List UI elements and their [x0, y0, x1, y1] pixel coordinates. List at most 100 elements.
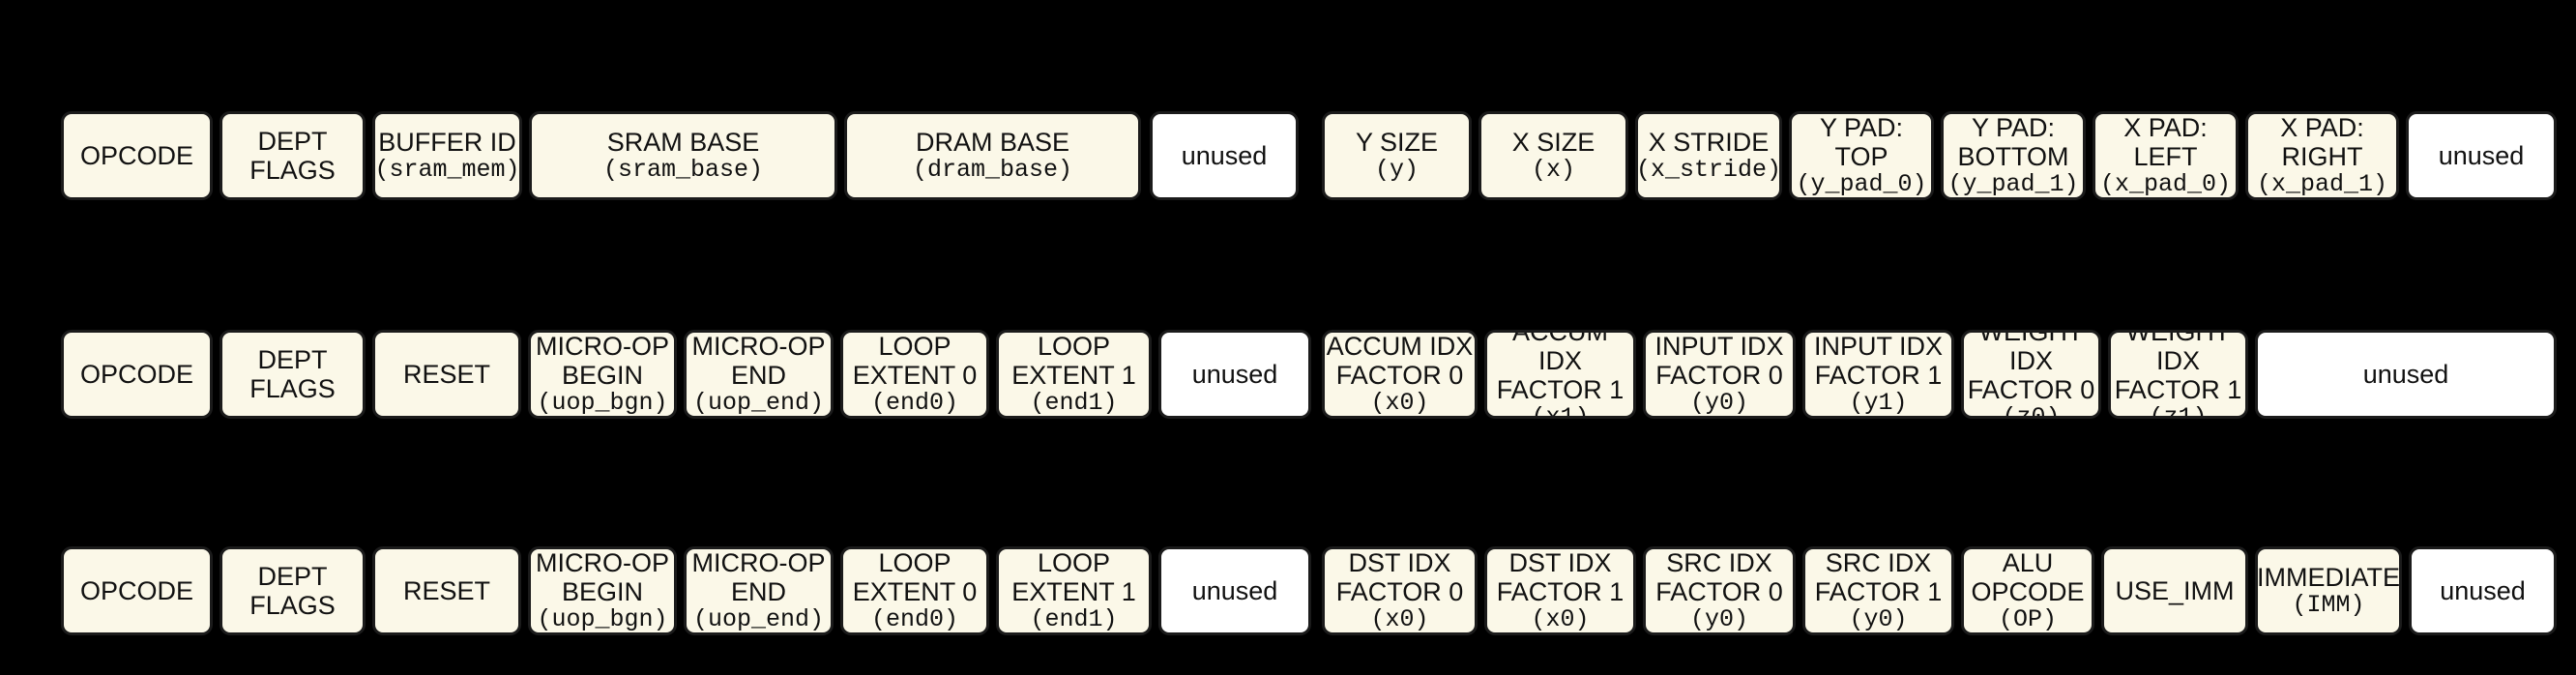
field-label: unused: [1191, 360, 1278, 389]
instruction-field-box: Y PAD: BOTTOM(y_pad_1): [1941, 111, 2086, 200]
field-label: WEIGHT IDX FACTOR 0: [1967, 330, 2095, 404]
instruction-field-box: X STRIDE(x_stride): [1635, 111, 1782, 200]
field-label: DRAM BASE: [915, 128, 1070, 157]
field-code-name: (end1): [1030, 389, 1118, 417]
instruction-field-box: OPCODE: [61, 546, 213, 635]
field-code-name: (sram_base): [602, 156, 764, 184]
field-code-name: (z0): [2002, 403, 2061, 419]
instruction-field-box: SRAM BASE(sram_base): [529, 111, 837, 200]
field-label: unused: [2438, 141, 2525, 170]
field-label: DEPT FLAGS: [249, 345, 336, 403]
field-code-name: (uop_end): [692, 605, 825, 633]
field-code-name: (uop_bgn): [537, 389, 668, 417]
field-label: LOOP EXTENT 0: [852, 332, 978, 390]
instruction-field-box: OPCODE: [61, 330, 213, 419]
instruction-field-box: BUFFER ID(sram_mem): [372, 111, 522, 200]
field-code-name: (y_pad_0): [1796, 170, 1927, 198]
instruction-field-box: RESET: [372, 330, 521, 419]
field-label: SRC IDX FACTOR 1: [1814, 548, 1943, 606]
unused-field-box: unused: [1150, 111, 1299, 200]
field-code-name: (sram_mem): [374, 156, 520, 184]
field-code-name: (x_stride): [1635, 156, 1782, 184]
instruction-field-box: RESET: [372, 546, 521, 635]
field-label: OPCODE: [79, 360, 194, 389]
field-code-name: (y_pad_1): [1947, 170, 2079, 198]
field-label: SRAM BASE: [606, 128, 760, 157]
instruction-field-box: ACCUM IDX FACTOR 1(x1): [1484, 330, 1636, 419]
field-code-name: (uop_end): [692, 389, 825, 417]
instruction-field-box: LOOP EXTENT 0(end0): [840, 546, 989, 635]
instruction-field-box: MICRO-OP BEGIN(uop_bgn): [528, 546, 677, 635]
instruction-field-box: LOOP EXTENT 1(end1): [996, 330, 1152, 419]
field-label: unused: [1181, 141, 1268, 170]
field-label: LOOP EXTENT 1: [1011, 332, 1136, 390]
field-label: X PAD: LEFT: [2123, 113, 2208, 171]
field-code-name: (x_pad_0): [2099, 170, 2232, 198]
field-code-name: (x0): [1370, 389, 1429, 417]
field-label: unused: [1191, 576, 1278, 605]
field-label: Y PAD: BOTTOM: [1957, 113, 2069, 171]
field-label: OPCODE: [79, 141, 194, 170]
instruction-field-box: SRC IDX FACTOR 0(y0): [1643, 546, 1796, 635]
field-label: X SIZE: [1511, 128, 1595, 157]
field-label: DEPT FLAGS: [249, 562, 336, 620]
field-label: ALU OPCODE: [1971, 548, 2085, 606]
instruction-field-box: DST IDX FACTOR 0(x0): [1322, 546, 1478, 635]
unused-field-box: unused: [2406, 111, 2557, 200]
instruction-field-box: MICRO-OP END(uop_end): [684, 546, 834, 635]
field-label: Y PAD: TOP: [1819, 113, 1904, 171]
field-code-name: (OP): [1998, 605, 2057, 633]
instruction-field-box: ACCUM IDX FACTOR 0(x0): [1322, 330, 1478, 419]
field-label: BUFFER ID: [378, 128, 516, 157]
field-label: ACCUM IDX FACTOR 0: [1326, 332, 1474, 390]
instruction-field-box: MICRO-OP END(uop_end): [684, 330, 834, 419]
instruction-field-box: Y SIZE(y): [1322, 111, 1472, 200]
field-code-name: (end0): [870, 389, 958, 417]
field-label: USE_IMM: [2115, 576, 2235, 605]
field-label: ACCUM IDX FACTOR 1: [1496, 330, 1625, 404]
field-label: RESET: [402, 576, 491, 605]
field-label: unused: [2362, 360, 2449, 389]
instruction-field-box: DRAM BASE(dram_base): [844, 111, 1141, 200]
field-code-name: (x1): [1531, 403, 1590, 419]
field-code-name: (y): [1374, 156, 1419, 184]
instruction-field-box: INPUT IDX FACTOR 0(y0): [1643, 330, 1796, 419]
field-code-name: (x0): [1370, 605, 1429, 633]
field-label: OPCODE: [79, 576, 194, 605]
field-code-name: (end0): [870, 605, 958, 633]
field-label: X STRIDE: [1648, 128, 1770, 157]
instruction-field-box: DST IDX FACTOR 1(x0): [1484, 546, 1636, 635]
field-code-name: (x0): [1531, 605, 1590, 633]
field-label: IMMEDIATE: [2257, 563, 2400, 592]
field-label: MICRO-OP END: [691, 548, 826, 606]
field-code-name: (y0): [1689, 389, 1748, 417]
instruction-field-box: LOOP EXTENT 1(end1): [996, 546, 1152, 635]
instruction-field-box: LOOP EXTENT 0(end0): [840, 330, 989, 419]
instruction-field-box: DEPT FLAGS: [220, 330, 366, 419]
unused-field-box: unused: [2409, 546, 2557, 635]
field-label: INPUT IDX FACTOR 0: [1654, 332, 1784, 390]
instruction-field-box: OPCODE: [61, 111, 213, 200]
instruction-field-box: WEIGHT IDX FACTOR 0(z0): [1961, 330, 2101, 419]
field-label: WEIGHT IDX FACTOR 1: [2114, 330, 2242, 404]
field-code-name: (end1): [1030, 605, 1118, 633]
field-label: MICRO-OP BEGIN: [536, 548, 669, 606]
field-label: Y SIZE: [1355, 128, 1439, 157]
field-code-name: (dram_base): [912, 156, 1073, 184]
instruction-field-box: DEPT FLAGS: [220, 111, 366, 200]
instruction-field-box: X PAD: RIGHT(x_pad_1): [2245, 111, 2399, 200]
instruction-field-box: USE_IMM: [2101, 546, 2248, 635]
field-label: unused: [2440, 576, 2526, 605]
field-label: DEPT FLAGS: [249, 127, 336, 185]
field-code-name: (x_pad_1): [2256, 170, 2388, 198]
instruction-field-box: INPUT IDX FACTOR 1(y1): [1802, 330, 1954, 419]
field-code-name: (x): [1531, 156, 1575, 184]
field-label: DST IDX FACTOR 0: [1335, 548, 1464, 606]
instruction-field-box: MICRO-OP BEGIN(uop_bgn): [528, 330, 677, 419]
instruction-field-box: X SIZE(x): [1478, 111, 1628, 200]
field-label: INPUT IDX FACTOR 1: [1813, 332, 1944, 390]
field-code-name: (uop_bgn): [537, 605, 668, 633]
